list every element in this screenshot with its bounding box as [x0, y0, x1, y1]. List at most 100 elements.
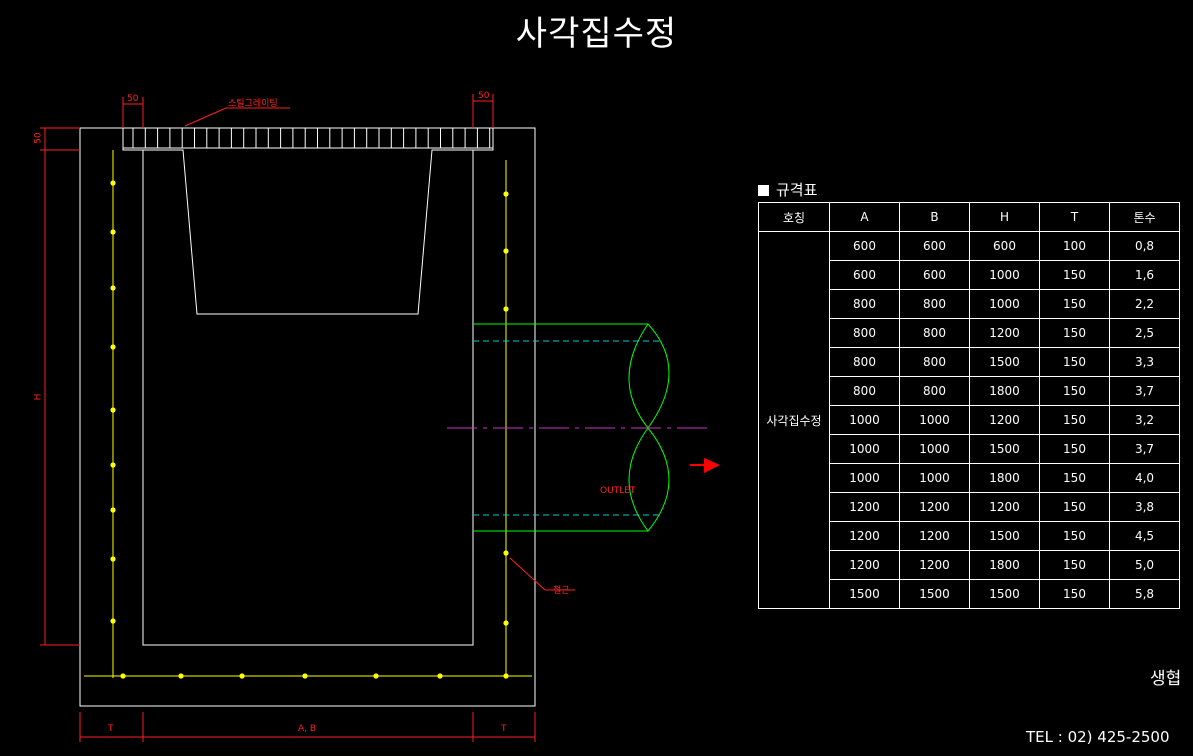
table-cell: 600 — [899, 260, 970, 290]
table-cell: 1200 — [829, 521, 900, 551]
table-cell: 1800 — [969, 463, 1040, 493]
rebar-dot — [239, 673, 245, 679]
rebar-dot — [110, 285, 116, 291]
table-cell: 1,6 — [1109, 260, 1180, 290]
inner-wall — [142, 150, 474, 646]
dim-top-left: 50 — [127, 94, 139, 104]
table-cell: 800 — [899, 347, 970, 377]
spec-heading-text: 규격표 — [776, 181, 818, 199]
rebar-label: 철근 — [553, 586, 570, 596]
dim-side-top: 50 — [33, 132, 44, 144]
rebar-dot — [110, 180, 116, 186]
table-cell: 150 — [1039, 492, 1110, 522]
telephone: TEL : 02) 425-2500 — [1026, 728, 1170, 746]
table-cell: 150 — [1039, 550, 1110, 580]
header-b: B — [899, 202, 970, 232]
table-cell: 600 — [899, 231, 970, 261]
table-cell: 1500 — [829, 579, 900, 609]
grating-bars — [132, 128, 491, 148]
rebar-dot — [110, 407, 116, 413]
table-cell: 1200 — [829, 492, 900, 522]
table-cell: 2,2 — [1109, 289, 1180, 319]
dim-h: H — [33, 393, 44, 401]
table-cell: 150 — [1039, 579, 1110, 609]
table-cell: 3,8 — [1109, 492, 1180, 522]
table-cell: 800 — [829, 347, 900, 377]
table-cell: 1000 — [969, 289, 1040, 319]
header-h: H — [969, 202, 1040, 232]
table-cell: 800 — [899, 318, 970, 348]
table-cell: 0,8 — [1109, 231, 1180, 261]
rebar-dot — [110, 507, 116, 513]
rebar-dot — [373, 673, 379, 679]
header-t: T — [1039, 202, 1110, 232]
table-cell: 1200 — [969, 492, 1040, 522]
outer-wall — [79, 127, 536, 707]
dim-bottom-ab: A, B — [298, 724, 317, 734]
dim-top-right: 50 — [478, 91, 490, 101]
table-cell: 800 — [829, 318, 900, 348]
rebar-dot — [110, 556, 116, 562]
table-cell: 1500 — [969, 579, 1040, 609]
company-name: 생협 — [1150, 669, 1182, 689]
page-title: 사각집수정 — [515, 14, 678, 54]
table-cell: 1200 — [899, 492, 970, 522]
rebar-dot — [110, 344, 116, 350]
rebar-dot — [302, 673, 308, 679]
table-cell: 1200 — [969, 318, 1040, 348]
table-cell: 800 — [899, 376, 970, 406]
grating — [122, 127, 494, 149]
dim-bottom-t-left: T — [108, 724, 114, 734]
table-cell: 3,7 — [1109, 434, 1180, 464]
rebar-dot — [437, 673, 443, 679]
table-cell: 1500 — [969, 434, 1040, 464]
table-cell: 1200 — [899, 521, 970, 551]
table-cell: 600 — [969, 231, 1040, 261]
outlet-arrow — [704, 458, 720, 473]
rebar-dot — [503, 620, 509, 626]
table-cell: 800 — [899, 289, 970, 319]
rebar-dot — [503, 306, 509, 312]
table-cell: 1200 — [899, 550, 970, 580]
table-cell: 150 — [1039, 434, 1110, 464]
table-cell: 1500 — [899, 579, 970, 609]
outlet-label: OUTLET — [600, 486, 636, 496]
table-cell: 600 — [829, 260, 900, 290]
header-a: A — [829, 202, 900, 232]
spec-header-row: 호칭 A B H T 톤수 — [758, 202, 1180, 232]
table-cell: 3,3 — [1109, 347, 1180, 377]
grating-label: 스틸그레이팅 — [228, 99, 278, 109]
rebar-dot — [110, 618, 116, 624]
table-cell: 4,5 — [1109, 521, 1180, 551]
table-cell: 1200 — [829, 550, 900, 580]
table-cell: 150 — [1039, 405, 1110, 435]
table-cell: 150 — [1039, 347, 1110, 377]
table-cell: 150 — [1039, 376, 1110, 406]
table-cell: 1000 — [899, 434, 970, 464]
table-cell: 1500 — [969, 521, 1040, 551]
table-cell: 150 — [1039, 289, 1110, 319]
rebar-dot — [110, 462, 116, 468]
table-cell: 1000 — [899, 405, 970, 435]
rebar-dots — [110, 180, 509, 679]
table-cell: 3,7 — [1109, 376, 1180, 406]
table-cell: 1200 — [969, 405, 1040, 435]
rebar-dot — [120, 673, 126, 679]
spec-heading: 규격표 — [758, 179, 817, 200]
table-cell: 150 — [1039, 521, 1110, 551]
grating-frame — [122, 148, 494, 315]
table-cell: 1000 — [829, 463, 900, 493]
table-cell: 4,0 — [1109, 463, 1180, 493]
rebar-dot — [110, 229, 116, 235]
table-cell: 1800 — [969, 550, 1040, 580]
dim-bottom-t-right: T — [501, 724, 507, 734]
